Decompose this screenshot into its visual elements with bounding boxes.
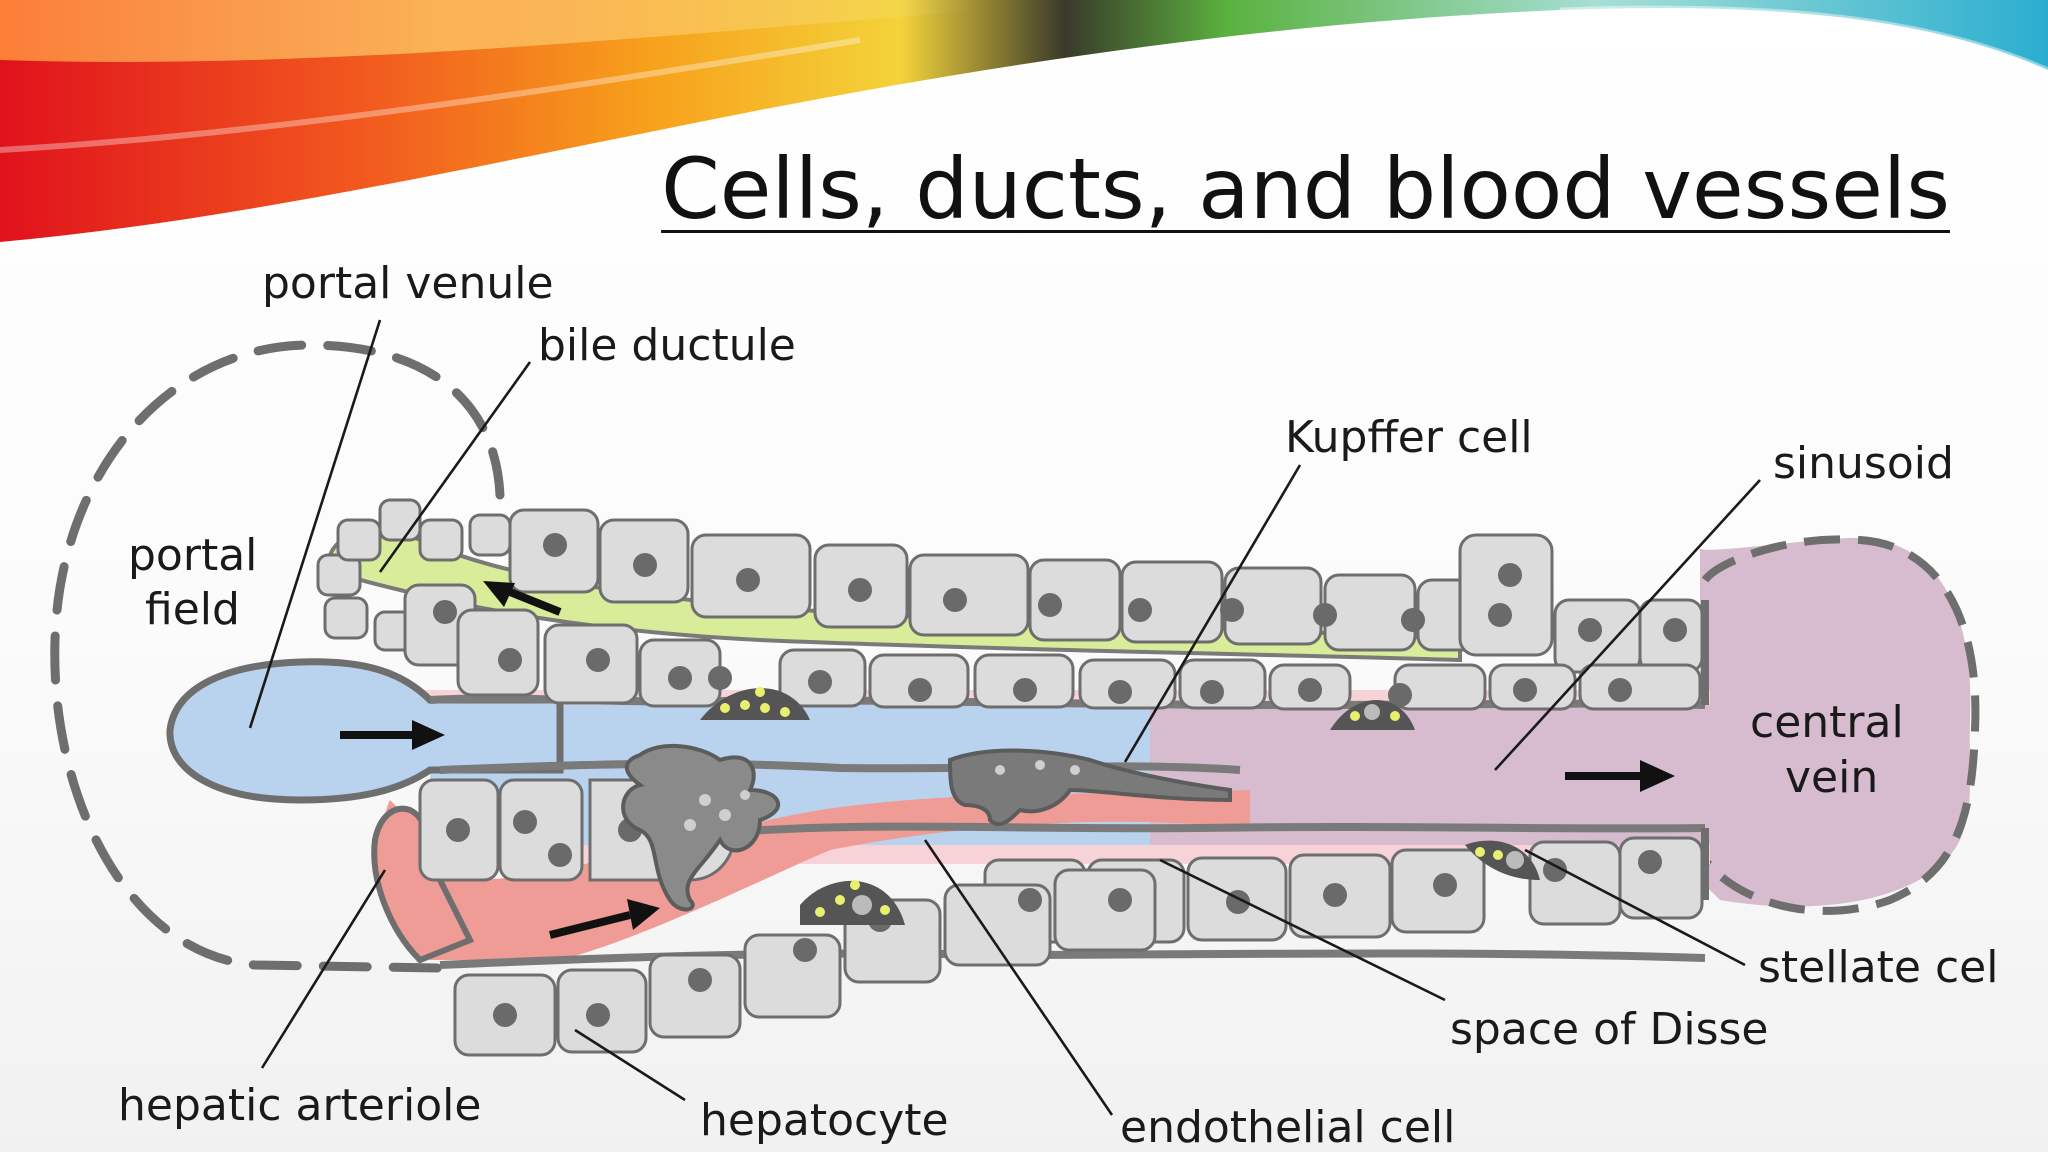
label-stellate-cell: stellate cel (1758, 942, 1998, 993)
flow-arrows (340, 581, 1675, 939)
stellate-cells (700, 687, 1540, 925)
endothelium-lower-upper (699, 822, 1706, 839)
leader-space-of-disse (1159, 858, 1446, 1002)
hepatocytes-upper-outer (508, 508, 1704, 674)
label-bile-ductule: bile ductule (538, 320, 796, 371)
arteriole-blood (383, 790, 1251, 960)
bile-ductule-cells (316, 498, 512, 652)
leader-stellate-cell (1524, 848, 1746, 967)
kupffer-cells (621, 743, 1232, 912)
leader-kupffer-cell (1123, 464, 1302, 763)
central-vein (1700, 537, 1971, 907)
sinusoid-venous-part (1150, 705, 1720, 845)
slide-title: Cells, ducts, and blood vessels (661, 140, 1950, 238)
portal-field-outline (50, 340, 505, 973)
label-endothelial-cell: endothelial cell (1120, 1102, 1455, 1152)
leader-sinusoid (1494, 479, 1761, 771)
leader-portal-venule (248, 319, 382, 729)
label-space-of-disse: space of Disse (1450, 1004, 1768, 1055)
label-kupffer-cell: Kupffer cell (1285, 412, 1533, 463)
leader-hepatic-arteriole (260, 869, 387, 1069)
hepatocytes-upper-inner (403, 583, 1702, 711)
leader-bile-ductule (378, 361, 532, 573)
rainbow-swoosh-decoration (0, 0, 2048, 242)
label-portal-venule: portal venule (262, 258, 554, 309)
label-hepatocyte: hepatocyte (700, 1095, 949, 1146)
endothelium-mid (439, 759, 1241, 774)
central-vein-outline (1701, 535, 1980, 915)
label-portal-field-2: field (145, 584, 240, 635)
leader-endothelial-cell (923, 839, 1114, 1116)
label-hepatic-arteriole: hepatic arteriole (118, 1080, 481, 1131)
leader-hepatocyte (574, 1028, 686, 1102)
endothelium-lower (439, 949, 1706, 969)
label-central-vein-1: central (1750, 697, 1904, 748)
label-portal-field-1: portal (128, 530, 257, 581)
label-central-vein-2: vein (1785, 752, 1878, 803)
label-sinusoid: sinusoid (1773, 438, 1954, 489)
